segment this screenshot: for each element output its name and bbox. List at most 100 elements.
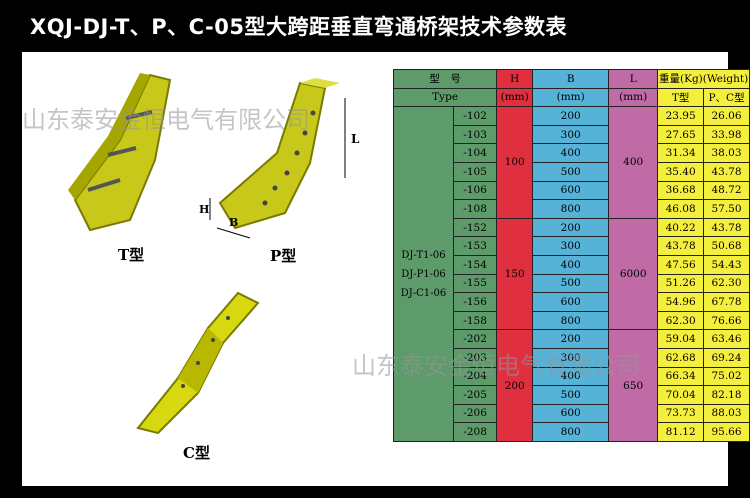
header-l: L <box>608 69 659 89</box>
b-value-cell: 200 <box>532 106 610 126</box>
header-unit-h: (mm) <box>496 87 534 108</box>
t-weight-cell: 31.34 <box>657 143 705 163</box>
b-value-cell: 200 <box>532 217 610 238</box>
pc-weight-cell: 95.66 <box>703 422 750 442</box>
model-suffix-cell: -158 <box>452 310 498 331</box>
h-value-cell: 150 <box>496 217 534 331</box>
p-type-illustration: L H B <box>199 78 360 239</box>
b-value-cell: 200 <box>532 329 610 349</box>
pc-weight-cell: 82.18 <box>703 385 750 405</box>
header-b: B <box>532 69 610 89</box>
model-suffix-cell: -106 <box>452 180 498 201</box>
model-suffix-cell: -156 <box>452 292 498 312</box>
model-suffix-cell: -202 <box>452 329 498 349</box>
t-weight-cell: 35.40 <box>657 161 705 182</box>
svg-text:L: L <box>351 132 360 146</box>
model-suffix-cell: -152 <box>452 217 498 238</box>
b-value-cell: 600 <box>532 292 610 312</box>
pc-weight-cell: 63.46 <box>703 329 750 349</box>
model-suffix-cell: -206 <box>452 403 498 424</box>
model-suffix-cell: -154 <box>452 254 498 275</box>
model-suffix-cell: -103 <box>452 124 498 145</box>
t-weight-cell: 47.56 <box>657 254 705 275</box>
header-pc-type: P、C型 <box>703 87 750 108</box>
model-suffix-cell: -208 <box>452 422 498 442</box>
page-title: XQJ-DJ-T、P、C-05型大跨距垂直弯通桥架技术参数表 <box>30 15 567 39</box>
b-value-cell: 400 <box>532 143 610 163</box>
l-value-cell: 6000 <box>608 217 659 331</box>
pc-weight-cell: 43.78 <box>703 217 750 238</box>
t-weight-cell: 62.68 <box>657 347 705 368</box>
b-value-cell: 800 <box>532 310 610 331</box>
p-type-caption: P型 <box>270 247 297 265</box>
b-value-cell: 300 <box>532 236 610 256</box>
t-weight-cell: 40.22 <box>657 217 705 238</box>
b-value-cell: 400 <box>532 366 610 387</box>
pc-weight-cell: 57.50 <box>703 199 750 219</box>
t-weight-cell: 51.26 <box>657 273 705 294</box>
pc-weight-cell: 75.02 <box>703 366 750 387</box>
b-value-cell: 500 <box>532 385 610 405</box>
pc-weight-cell: 88.03 <box>703 403 750 424</box>
c-type-caption: C型 <box>183 444 210 462</box>
pc-weight-cell: 48.72 <box>703 180 750 201</box>
model-suffix-cell: -104 <box>452 143 498 163</box>
model-suffix-cell: -204 <box>452 366 498 387</box>
b-value-cell: 500 <box>532 273 610 294</box>
b-value-cell: 500 <box>532 161 610 182</box>
b-value-cell: 300 <box>532 124 610 145</box>
t-weight-cell: 23.95 <box>657 106 705 126</box>
pc-weight-cell: 62.30 <box>703 273 750 294</box>
header-row-2: Type (mm) (mm) (mm) T型 P、C型 <box>392 87 750 108</box>
pc-weight-cell: 50.68 <box>703 236 750 256</box>
pc-weight-cell: 67.78 <box>703 292 750 312</box>
h-value-cell: 100 <box>496 106 534 219</box>
model-suffix-cell: -108 <box>452 199 498 219</box>
t-type-illustration <box>68 73 172 232</box>
model-suffix-cell: -203 <box>452 347 498 368</box>
t-weight-cell: 43.78 <box>657 236 705 256</box>
header-row-1: 型 号 H B L 重量(Kg)(Weight) <box>392 69 750 89</box>
b-value-cell: 600 <box>532 180 610 201</box>
model-suffix-cell: -102 <box>452 106 498 126</box>
header-unit-b: (mm) <box>532 87 610 108</box>
b-value-cell: 300 <box>532 347 610 368</box>
header-model: 型 号 <box>392 69 498 89</box>
l-value-cell: 650 <box>608 329 659 442</box>
header-weight: 重量(Kg)(Weight) <box>657 69 750 89</box>
pc-weight-cell: 43.78 <box>703 161 750 182</box>
c-type-illustration <box>136 291 260 435</box>
l-value-cell: 400 <box>608 106 659 219</box>
model-suffix-cell: -153 <box>452 236 498 256</box>
model-suffix-cell: -155 <box>452 273 498 294</box>
model-suffix-cell: -105 <box>452 161 498 182</box>
header-type: Type <box>392 87 498 108</box>
header-t-type: T型 <box>657 87 705 108</box>
t-weight-cell: 36.68 <box>657 180 705 201</box>
header-unit-l: (mm) <box>608 87 659 108</box>
b-value-cell: 800 <box>532 199 610 219</box>
b-value-cell: 600 <box>532 403 610 424</box>
t-type-caption: T型 <box>118 246 145 264</box>
b-value-cell: 400 <box>532 254 610 275</box>
t-weight-cell: 62.30 <box>657 310 705 331</box>
t-weight-cell: 27.65 <box>657 124 705 145</box>
h-value-cell: 200 <box>496 329 534 442</box>
t-weight-cell: 54.96 <box>657 292 705 312</box>
pc-weight-cell: 76.66 <box>703 310 750 331</box>
